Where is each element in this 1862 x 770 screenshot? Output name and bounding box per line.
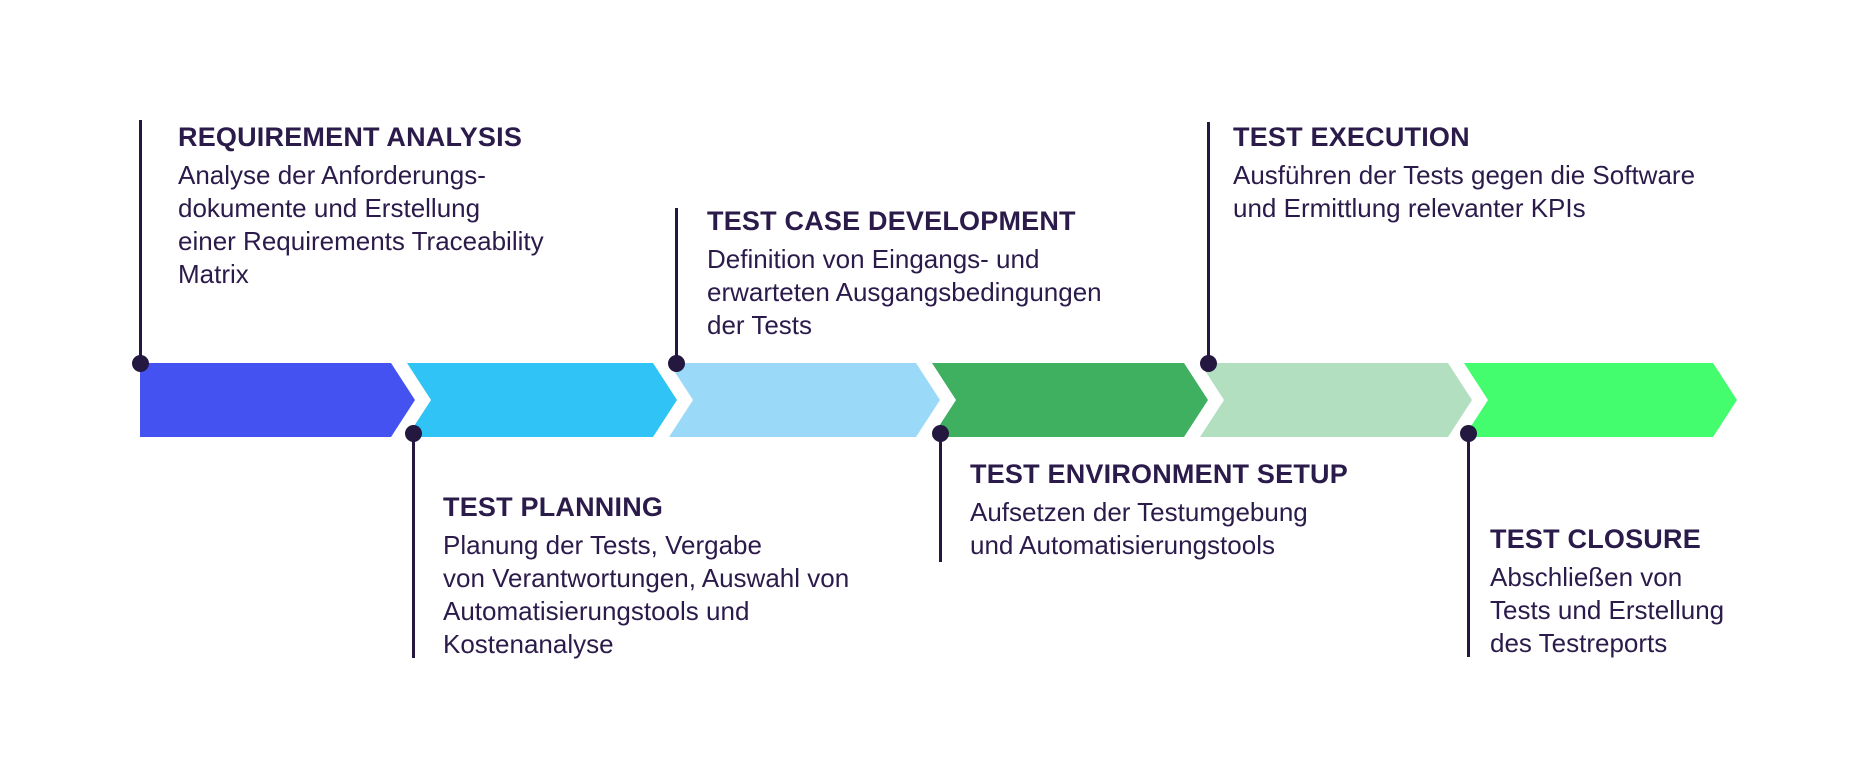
junction-dot-test-planning (404, 424, 422, 442)
junction-dot-test-case-development (667, 354, 685, 372)
phase-description: Analyse der Anforderungs- dokumente und … (178, 160, 544, 289)
phase-block-test-case-development: TEST CASE DEVELOPMENT Definition von Ein… (707, 206, 1102, 342)
arrow-requirement-analysis (140, 363, 415, 437)
junction-dot-requirement-analysis (131, 354, 149, 372)
phase-title: TEST CASE DEVELOPMENT (707, 206, 1076, 236)
arrow-test-planning (407, 363, 677, 437)
phase-description: Aufsetzen der Testumgebung und Automatis… (970, 497, 1308, 560)
connector-line-test-closure (1466, 433, 1470, 657)
connector-line-test-planning (411, 433, 415, 658)
connector-line-test-execution (1206, 122, 1210, 363)
junction-dot-test-execution (1199, 354, 1217, 372)
arrow-test-environment-setup (932, 363, 1208, 437)
arrow-test-case-development (669, 363, 940, 437)
phase-title: REQUIREMENT ANALYSIS (178, 122, 523, 152)
phase-block-test-closure: TEST CLOSURE Abschließen von Tests und E… (1490, 524, 1724, 660)
junction-dot-test-closure (1459, 424, 1477, 442)
phase-title: TEST PLANNING (443, 492, 664, 522)
phase-block-test-planning: TEST PLANNING Planung der Tests, Vergabe… (443, 492, 849, 661)
phase-block-test-execution: TEST EXECUTION Ausführen der Tests gegen… (1233, 122, 1695, 225)
phase-block-test-environment-setup: TEST ENVIRONMENT SETUP Aufsetzen der Tes… (970, 459, 1348, 562)
phase-block-requirement-analysis: REQUIREMENT ANALYSIS Analyse der Anforde… (178, 122, 544, 291)
junction-dot-test-environment-setup (931, 424, 949, 442)
phase-description: Ausführen der Tests gegen die Software u… (1233, 160, 1696, 223)
phase-title: TEST CLOSURE (1490, 524, 1701, 554)
arrow-test-execution (1200, 363, 1472, 437)
phase-description: Definition von Eingangs- und erwarteten … (707, 244, 1102, 340)
connector-line-test-environment-setup (938, 433, 942, 562)
arrow-test-closure (1464, 363, 1737, 437)
phase-description: Planung der Tests, Vergabe von Verantwor… (443, 530, 850, 659)
phase-title: TEST EXECUTION (1233, 122, 1470, 152)
connector-line-test-case-development (674, 208, 678, 363)
phase-title: TEST ENVIRONMENT SETUP (970, 459, 1348, 489)
phase-description: Abschließen von Tests und Erstellung des… (1490, 562, 1725, 658)
connector-line-requirement-analysis (138, 120, 142, 363)
